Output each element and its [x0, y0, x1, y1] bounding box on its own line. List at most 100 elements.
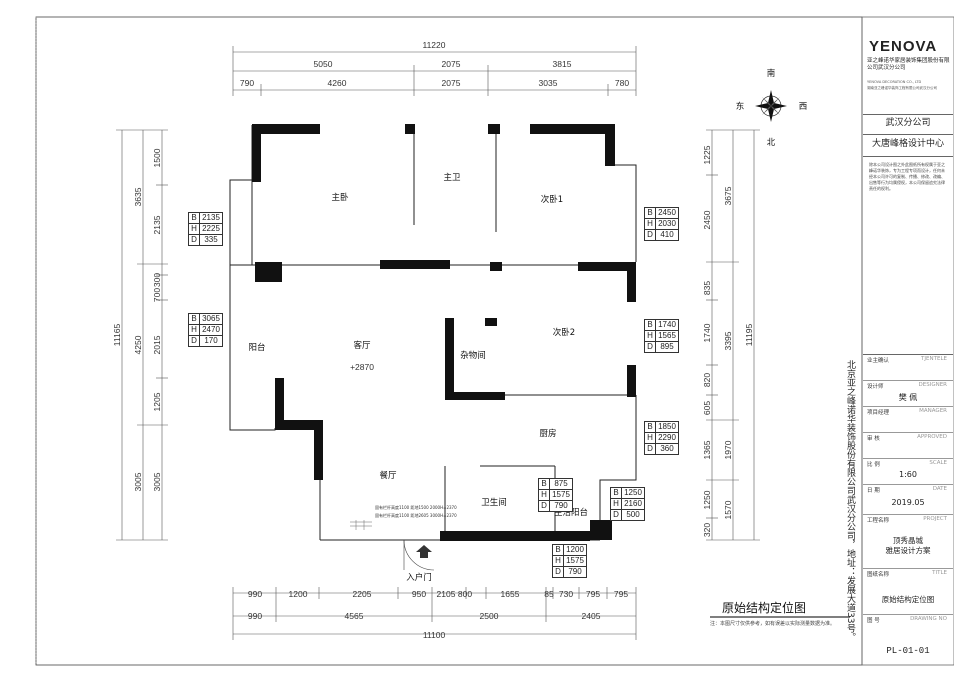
- row-scale: 比 例 SCALE 1:60: [863, 458, 953, 485]
- dim-right-detail-5: 605: [702, 401, 712, 415]
- room-living: 客厅: [353, 340, 371, 351]
- dim-top-detail-4: 780: [615, 78, 629, 88]
- dim-left-detail-0: 1500: [152, 148, 162, 167]
- dim-right-detail-1: 2450: [702, 210, 712, 229]
- dim-bottom-detail-4: 2105: [437, 589, 456, 599]
- dim-top-detail-1: 4260: [328, 78, 347, 88]
- room-storage: 杂物间: [460, 350, 486, 361]
- design-center: 大唐峰格设计中心: [871, 139, 944, 149]
- dim-left-total: 11165: [112, 324, 122, 347]
- title-block: YENOVA 亚之峰诺华家居装饰集团股份有限公司武汉分公司 YENOVA DEC…: [863, 18, 953, 664]
- railing-note-0: 固有栏杆高度1100 距地1500 2000H=2370: [375, 504, 457, 510]
- load-bearing-walls: [252, 124, 636, 541]
- dim-left-detail-4: 2015: [152, 335, 162, 354]
- compass-south: 南: [767, 68, 776, 79]
- dim-left-detail-5: 1205: [152, 392, 162, 411]
- dim-left-mid-2: 3005: [133, 472, 143, 491]
- vertical-company-text: 北京亚之峰诺华装饰股份有限公司武汉分公司，地址：发展大道33号。: [845, 360, 855, 642]
- dim-bottom-detail-2: 2205: [353, 589, 372, 599]
- row-drawing-no: 图 号 DRAWING NO PL-01-01: [867, 616, 947, 656]
- dim-bottom-detail-5: 800: [458, 589, 472, 599]
- plan-title: 原始结构定位图: [722, 600, 806, 615]
- dim-bottom-detail-1: 1200: [289, 589, 308, 599]
- branch-name: 武汉分公司: [885, 118, 931, 128]
- room-master-bedroom: 主卧: [331, 192, 349, 203]
- bottom-dimensions: [232, 587, 637, 640]
- dim-top-mid-0: 5050: [314, 59, 333, 69]
- dim-top-detail-3: 3035: [539, 78, 558, 88]
- dim-bottom-mid-0: 990: [248, 611, 262, 621]
- level-mark: +2870: [350, 362, 374, 372]
- room-master-bath: 主卫: [443, 172, 461, 183]
- entry-arrow-icon: [416, 545, 432, 558]
- row-date: 日 期 DATE 2019.05: [863, 484, 953, 515]
- company-name-en: YENOVA DECORATION CO., LTD: [867, 80, 922, 84]
- dim-bottom-detail-10: 795: [614, 589, 628, 599]
- row-manager: 项目经理 MANAGER: [863, 406, 953, 433]
- dim-right-detail-0: 1225: [702, 145, 712, 164]
- dim-right-detail-2: 835: [702, 281, 712, 295]
- row-designer: 设计师 DESIGNER 樊 佩: [863, 380, 953, 407]
- plan-note: 注：本图尺寸仅供参考，如有误差以实际测量数据为准。: [710, 620, 835, 627]
- compass-north: 北: [767, 138, 776, 148]
- disclaimer: 除本公司设计图之外此图纸所有权属于亚之峰诺华装饰，专为工程专项而设计，任何未经本…: [869, 162, 945, 191]
- dim-bottom-total: 11100: [423, 630, 446, 640]
- dim-right-total: 11195: [744, 324, 754, 347]
- room-bathroom: 卫生间: [481, 497, 507, 508]
- compass-west: 西: [799, 102, 808, 112]
- room-bedroom1: 次卧1: [541, 194, 563, 205]
- compass-icon: [755, 90, 787, 122]
- dim-right-detail-6: 1365: [702, 440, 712, 459]
- dim-right-mid-0: 3675: [723, 186, 733, 205]
- dim-bottom-detail-3: 950: [412, 589, 426, 599]
- dim-bottom-mid-3: 2405: [582, 611, 601, 621]
- brand-logo: YENOVA: [869, 38, 938, 55]
- dim-left-detail-1: 2135: [152, 215, 162, 234]
- dim-left-detail-2: 300: [152, 273, 162, 287]
- dim-top-total: 11220: [422, 40, 445, 50]
- dim-right-mid-2: 1970: [723, 440, 733, 459]
- dim-bottom-mid-2: 2500: [480, 611, 499, 621]
- dim-right-mid-1: 3395: [723, 331, 733, 350]
- row-approved: 审 核 APPROVED: [863, 432, 953, 459]
- dim-right-detail-3: 1740: [702, 323, 712, 342]
- dim-bottom-mid-1: 4565: [345, 611, 364, 621]
- dim-right-detail-4: 820: [702, 373, 712, 387]
- row-project: 工程名称 PROJECT 顶秀晶城 雅居设计方案: [863, 514, 953, 569]
- left-dimensions: [116, 129, 168, 541]
- railing-marks: [350, 520, 372, 530]
- room-bedroom2: 次卧2: [553, 327, 575, 338]
- dim-top-detail-2: 2075: [442, 78, 461, 88]
- dim-left-mid-1: 4250: [133, 335, 143, 354]
- row-drawing-title: 图纸名称 TITLE 原始结构定位图: [863, 568, 953, 615]
- dim-bottom-detail-8: 730: [559, 589, 573, 599]
- dim-left-detail-6: 3005: [152, 472, 162, 491]
- top-dimensions: [232, 46, 637, 96]
- dim-top-detail-0: 790: [240, 78, 254, 88]
- dim-right-detail-8: 320: [702, 523, 712, 537]
- room-kitchen: 厨房: [539, 428, 556, 439]
- room-balcony: 阳台: [248, 342, 265, 353]
- dim-right-mid-3: 1570: [723, 500, 733, 519]
- entrance-door: [403, 539, 435, 571]
- dim-bottom-detail-6: 1655: [501, 589, 520, 599]
- railing-note-1: 固有栏杆高度1100 距地2605 3000H=2370: [375, 512, 457, 518]
- company-name-cn: 亚之峰诺华家居装饰集团股份有限公司武汉分公司: [867, 58, 950, 71]
- room-dining: 餐厅: [379, 471, 397, 481]
- dim-top-mid-2: 3815: [553, 59, 572, 69]
- dim-right-detail-7: 1250: [702, 490, 712, 509]
- dim-left-detail-3: 700: [152, 288, 162, 302]
- compass-east: 东: [736, 101, 745, 112]
- room-service-balcony: 生活阳台: [554, 507, 588, 518]
- dim-left-mid-0: 3635: [133, 187, 143, 206]
- right-dimensions: [706, 129, 760, 541]
